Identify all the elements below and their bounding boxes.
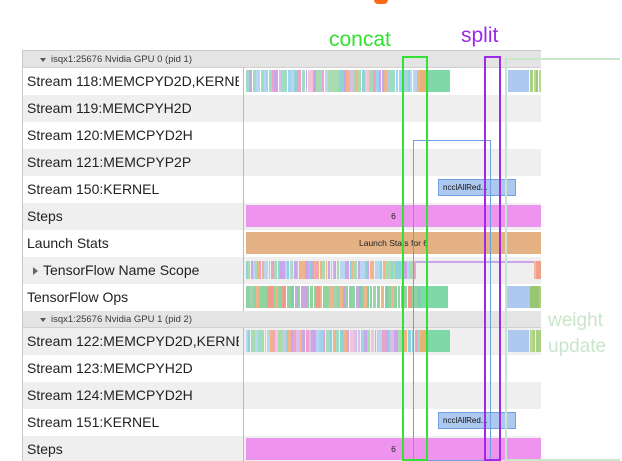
nccl-allreduce-bar[interactable]: ncclAllRed... bbox=[438, 412, 516, 429]
row-label: Launch Stats bbox=[27, 235, 109, 251]
concat-block bbox=[426, 330, 450, 352]
activity-ticks bbox=[530, 286, 541, 308]
row-lane[interactable] bbox=[243, 382, 541, 409]
row-lane[interactable] bbox=[243, 257, 541, 284]
annotation-weight-update: weight update bbox=[548, 308, 606, 360]
callout-concat bbox=[402, 56, 428, 461]
group-header[interactable]: isqx1:25676 Nvidia GPU 1 (pid 2) bbox=[23, 311, 541, 328]
activity-ticks bbox=[534, 261, 541, 279]
row-lane[interactable] bbox=[243, 149, 541, 176]
step-bar[interactable]: 6 bbox=[246, 205, 541, 227]
group-header-label: isqx1:25676 Nvidia GPU 0 (pid 1) bbox=[51, 54, 192, 65]
row-lane[interactable]: 6 bbox=[243, 436, 541, 461]
split-block bbox=[508, 330, 529, 352]
row-label: Stream 123:MEMCPYH2D bbox=[27, 360, 193, 376]
memcpy-block bbox=[420, 70, 427, 92]
chevron-down-icon[interactable] bbox=[40, 318, 46, 322]
expand-triangle-icon[interactable] bbox=[33, 267, 38, 275]
activity-ticks bbox=[246, 261, 416, 279]
activity-ticks bbox=[246, 286, 426, 308]
nccl-allreduce-bar[interactable]: ncclAllRed... bbox=[438, 179, 516, 196]
timeline-row[interactable]: Launch Stats Launch Stats for 6 bbox=[23, 230, 541, 257]
timeline-row[interactable]: Stream 151:KERNEL ncclAllRed... bbox=[23, 409, 541, 436]
annotation-split: split bbox=[461, 24, 499, 47]
activity-ticks bbox=[246, 70, 426, 92]
timeline-row[interactable]: TensorFlow Ops bbox=[23, 284, 541, 311]
orange-marker-stub bbox=[374, 0, 388, 4]
row-lane[interactable]: 6 bbox=[243, 203, 541, 230]
split-block bbox=[508, 70, 529, 92]
row-lane[interactable]: ncclAllRed... bbox=[243, 409, 541, 436]
timeline-panel[interactable]: isqx1:25676 Nvidia GPU 0 (pid 1) Stream 1… bbox=[22, 50, 541, 461]
timeline-row[interactable]: Stream 124:MEMCPYD2H bbox=[23, 382, 541, 409]
timeline-row[interactable]: TensorFlow Name Scope bbox=[23, 257, 541, 284]
concat-op-block bbox=[422, 286, 448, 308]
row-label: TensorFlow Ops bbox=[27, 289, 129, 305]
row-lane[interactable] bbox=[243, 122, 541, 149]
timeline-row[interactable]: Stream 122:MEMCPYD2D,KERNEL,MI bbox=[23, 328, 541, 355]
activity-ticks bbox=[530, 70, 541, 92]
step-bar[interactable]: 6 bbox=[246, 438, 541, 460]
row-label: Stream 118:MEMCPYD2D,KERNEL,ME bbox=[27, 73, 239, 89]
group-header[interactable]: isqx1:25676 Nvidia GPU 0 (pid 1) bbox=[23, 51, 541, 68]
annotation-concat: concat bbox=[329, 28, 391, 51]
timeline-row[interactable]: Stream 119:MEMCPYH2D bbox=[23, 95, 541, 122]
timeline-row[interactable]: Stream 120:MEMCPYD2H bbox=[23, 122, 541, 149]
row-lane[interactable]: ncclAllRed... bbox=[243, 176, 541, 203]
row-label: Stream 121:MEMCPYP2P bbox=[27, 154, 192, 170]
timeline-row[interactable]: Stream 123:MEMCPYH2D bbox=[23, 355, 541, 382]
timeline-row[interactable]: Stream 121:MEMCPYP2P bbox=[23, 149, 541, 176]
row-label: Stream 151:KERNEL bbox=[27, 414, 160, 430]
row-lane[interactable] bbox=[243, 95, 541, 122]
row-label: Stream 119:MEMCPYH2D bbox=[27, 100, 192, 116]
row-lane[interactable] bbox=[243, 355, 541, 382]
group-header-label: isqx1:25676 Nvidia GPU 1 (pid 2) bbox=[51, 314, 192, 325]
split-op-block bbox=[506, 286, 530, 308]
row-lane[interactable] bbox=[243, 284, 541, 311]
timeline-row[interactable]: Stream 118:MEMCPYD2D,KERNEL,ME bbox=[23, 68, 541, 95]
row-label: Stream 120:MEMCPYD2H bbox=[27, 127, 193, 143]
activity-ticks bbox=[530, 330, 541, 352]
row-label: Steps bbox=[27, 441, 63, 457]
row-lane[interactable] bbox=[243, 68, 541, 95]
timeline-row[interactable]: Stream 150:KERNEL ncclAllRed... bbox=[23, 176, 541, 203]
callout-weight-update bbox=[505, 58, 620, 461]
callout-split bbox=[484, 56, 501, 461]
row-label: Stream 124:MEMCPYD2H bbox=[27, 387, 193, 403]
timeline-row[interactable]: Steps 6 bbox=[23, 436, 541, 461]
row-label: Stream 150:KERNEL bbox=[27, 181, 160, 197]
annotation-weight-line2: update bbox=[548, 336, 607, 357]
activity-ticks bbox=[246, 330, 426, 352]
annotation-weight-line1: weight bbox=[548, 310, 603, 331]
memcpy-block bbox=[420, 330, 427, 352]
name-scope-line bbox=[416, 261, 541, 263]
row-lane[interactable]: Launch Stats for 6 bbox=[243, 230, 541, 257]
step-bar[interactable]: Launch Stats for 6 bbox=[246, 232, 541, 254]
row-label: TensorFlow Name Scope bbox=[43, 262, 200, 278]
concat-block bbox=[426, 70, 450, 92]
chevron-down-icon[interactable] bbox=[40, 58, 46, 62]
row-label: Stream 122:MEMCPYD2D,KERNEL,MI bbox=[27, 333, 239, 349]
row-label: Steps bbox=[27, 208, 63, 224]
timeline-row[interactable]: Steps 6 bbox=[23, 203, 541, 230]
